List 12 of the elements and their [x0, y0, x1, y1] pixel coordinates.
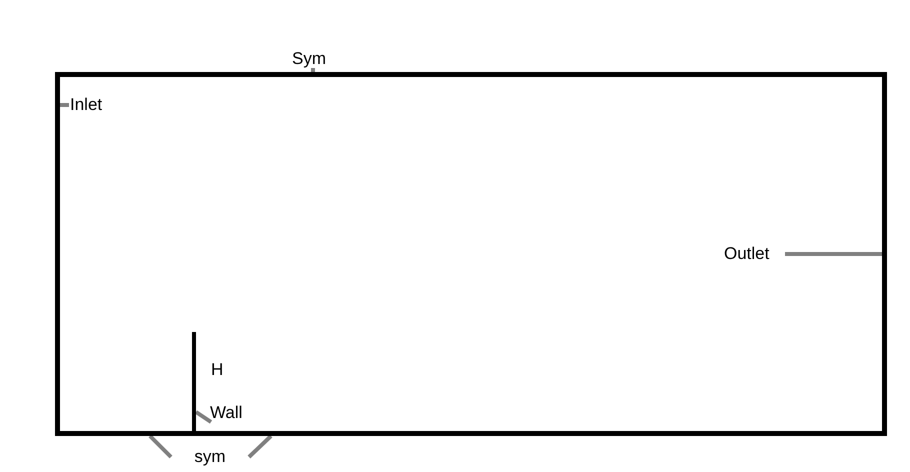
height-label: H — [211, 360, 224, 379]
boundary-label: sym — [171, 447, 249, 466]
leader-line — [148, 434, 172, 458]
boundary-label: Inlet — [70, 95, 102, 114]
boundary-label: Wall — [210, 403, 242, 422]
leader-line — [248, 434, 272, 458]
boundary-label: Sym — [292, 49, 326, 68]
boundary-label: Outlet — [724, 244, 770, 263]
leader-line — [785, 252, 882, 256]
leader-line — [60, 103, 69, 107]
leader-line — [194, 410, 212, 424]
leader-line — [311, 68, 315, 72]
